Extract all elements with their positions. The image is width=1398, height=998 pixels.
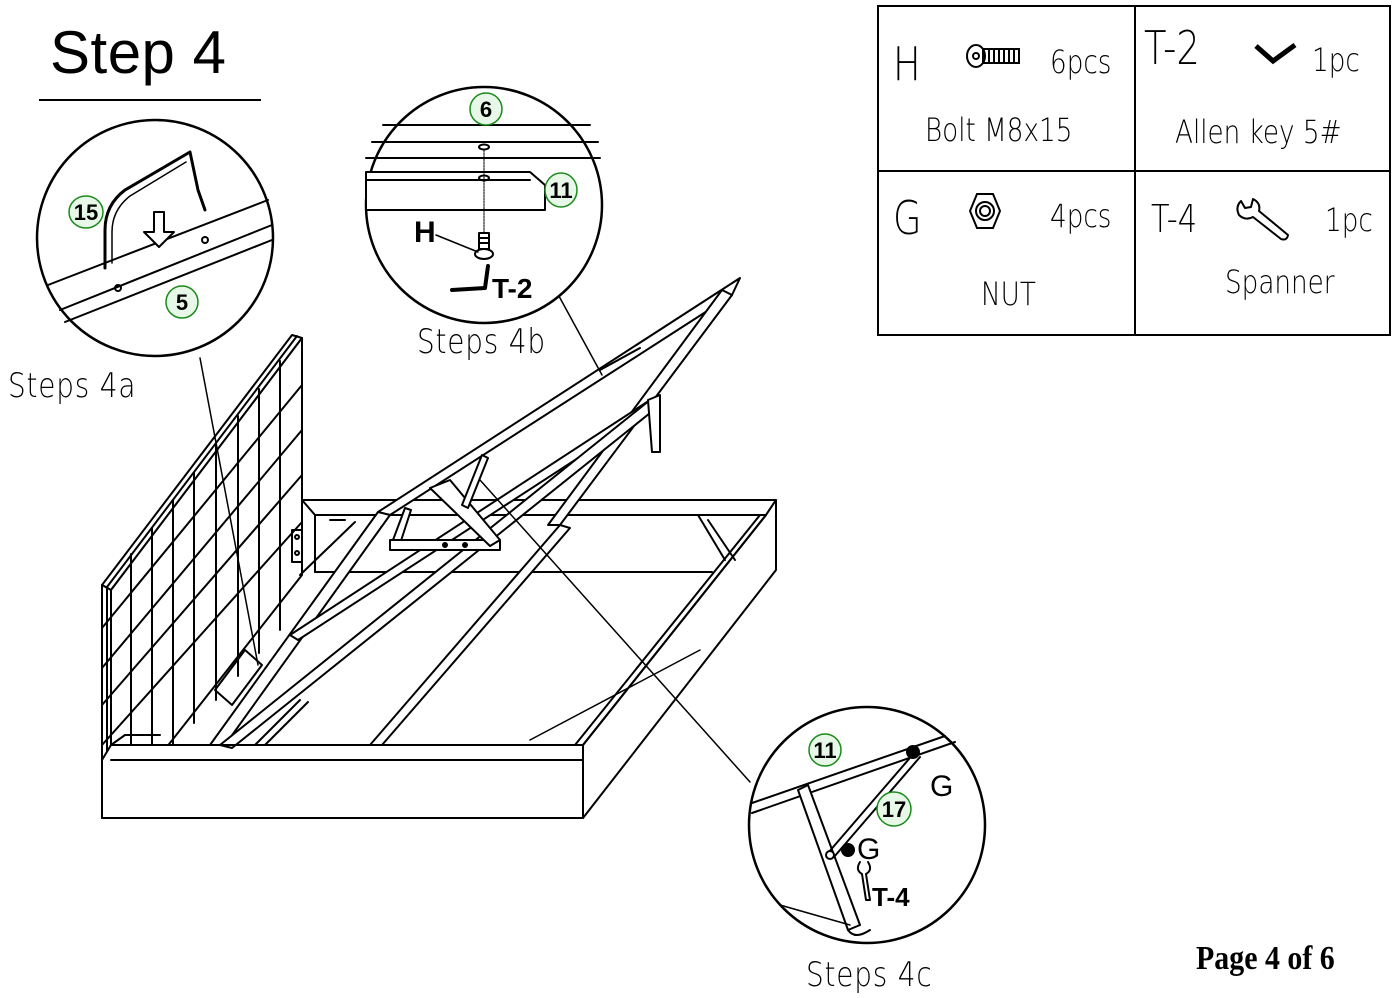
step-4a-label: Steps 4a [8,366,137,406]
part-marker-11-top [544,172,578,208]
part-marker-17 [876,791,912,827]
part-number-11-top: 11 [549,178,572,203]
part-code-t2: T-2 [1144,21,1200,75]
leader-4a [199,357,259,666]
part-name-g: NUT [981,275,1036,313]
parts-table-divider-horizontal [879,170,1389,172]
title-underline [39,99,261,101]
nut-icon [968,193,1002,229]
hardware-label-t2: T-2 [492,273,532,304]
bolt-icon [966,44,1020,68]
hardware-label-h: H [414,216,436,249]
part-number-15: 15 [74,200,98,225]
part-marker-6 [469,92,503,126]
step-4c-label: Steps 4c [806,955,933,995]
page-title: Step 4 [50,19,227,86]
hardware-label-g-upper: G [930,770,953,803]
step-4b-label: Steps 4b [417,322,546,362]
part-number-5: 5 [176,290,188,315]
part-code-g: G [893,191,922,245]
parts-table: H 6pcs Bolt M8x15 T-2 1pc Allen key 5# G [877,5,1391,336]
bed-base [101,499,777,819]
part-name-t4: Spanner [1225,263,1335,301]
part-number-17: 17 [882,797,906,822]
part-number-11-bottom: 11 [813,738,836,763]
part-name-t2: Allen key 5# [1175,113,1342,151]
part-number-markers [68,92,912,827]
spanner-icon [1236,198,1289,241]
part-marker-5 [165,285,199,319]
detail-circle-4a [35,118,275,358]
headboard [101,334,303,819]
page-number: Page 4 of 6 [1196,940,1335,977]
part-qty-t2: 1pc [1312,41,1360,79]
part-code-t4: T-4 [1151,197,1198,241]
hardware-label-t4: T-4 [872,882,910,912]
hardware-label-g-lower: G [857,833,880,866]
part-marker-15 [68,195,104,229]
detail-circle-4b [364,85,604,325]
part-code-h: H [893,37,921,91]
part-name-h: Bolt M8x15 [925,111,1073,149]
part-qty-t4: 1pc [1325,201,1373,239]
lift-frame [209,277,741,749]
part-marker-11-bottom [808,733,842,767]
detail-circle-4c [747,705,987,945]
part-qty-h: 6pcs [1050,43,1112,81]
allen-key-icon [1254,42,1297,65]
part-number-6: 6 [480,97,492,122]
part-qty-g: 4pcs [1050,197,1112,235]
leader-4c [479,479,751,783]
